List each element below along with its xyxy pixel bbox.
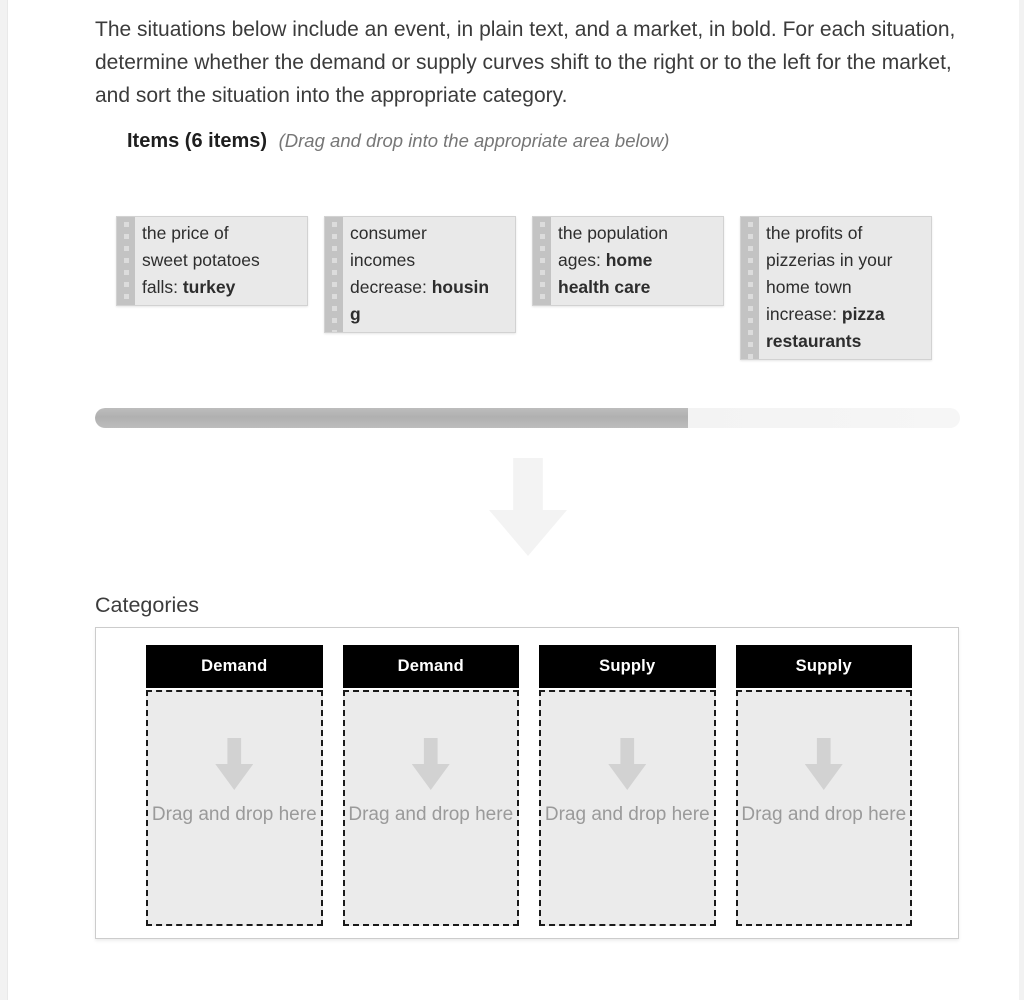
scrollbar-thumb[interactable]	[95, 408, 688, 428]
exercise-panel: The situations below include an event, i…	[95, 0, 961, 939]
category-header: Demand	[146, 645, 323, 688]
drop-arrow-icon	[215, 738, 254, 790]
category-column: Demand Drag and drop here	[146, 645, 323, 926]
drop-arrow-icon	[411, 738, 450, 790]
drag-handle-icon[interactable]	[117, 217, 135, 305]
items-count-label: Items (6 items)	[127, 130, 268, 152]
drag-handle-icon[interactable]	[533, 217, 551, 305]
drop-placeholder: Drag and drop here	[741, 804, 907, 825]
category-column: Supply Drag and drop here	[539, 645, 716, 926]
category-column: Supply Drag and drop here	[735, 645, 912, 926]
categories-title: Categories	[95, 593, 199, 617]
category-dropzone[interactable]: Drag and drop here	[146, 690, 323, 926]
category-column: Demand Drag and drop here	[342, 645, 519, 926]
page-left-gutter	[0, 0, 8, 1000]
category-header: Supply	[539, 645, 716, 688]
instructions-text: The situations below include an event, i…	[95, 18, 956, 107]
items-header: Items (6 items) (Drag and drop into the …	[127, 129, 961, 153]
drag-handle-icon[interactable]	[741, 217, 759, 359]
drop-placeholder: Drag and drop here	[348, 804, 514, 825]
drop-placeholder: Drag and drop here	[544, 804, 710, 825]
category-header: Supply	[735, 645, 912, 688]
items-hint-text: (Drag and drop into the appropriate area…	[278, 130, 670, 151]
down-arrow-icon	[489, 458, 567, 556]
drop-arrow-icon	[608, 738, 647, 790]
category-dropzone[interactable]: Drag and drop here	[735, 690, 912, 926]
drop-arrow-icon	[804, 738, 843, 790]
category-dropzone[interactable]: Drag and drop here	[539, 690, 716, 926]
drop-placeholder: Drag and drop here	[151, 804, 317, 825]
category-header: Demand	[342, 645, 519, 688]
category-dropzone[interactable]: Drag and drop here	[342, 690, 519, 926]
categories-container: Demand Drag and drop here Demand Drag an…	[95, 627, 959, 939]
drag-handle-icon[interactable]	[325, 217, 343, 332]
page-right-gutter	[1019, 0, 1024, 1000]
items-scrollbar[interactable]	[95, 408, 960, 428]
